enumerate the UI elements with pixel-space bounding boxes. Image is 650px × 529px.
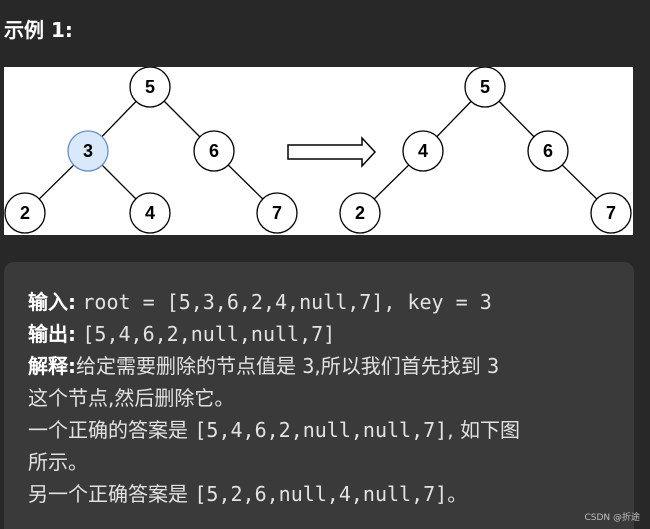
node-circle (129, 192, 171, 234)
edges-layer (38, 100, 598, 200)
right-tree-node: 2 (339, 192, 381, 234)
node-label: 4 (418, 141, 428, 161)
explain-text-pre: 给定需要删除的节点值是 (76, 354, 303, 378)
explain-key-1: 3 (302, 354, 315, 378)
input-line: 输入: root = [5,3,6,2,4,null,7], key = 3 (28, 286, 618, 318)
node-circle (402, 130, 444, 172)
left-tree-edge (101, 164, 137, 200)
node-label: 5 (145, 77, 155, 97)
left-tree-node: 5 (129, 67, 171, 108)
right-tree-edge (561, 164, 598, 200)
left-tree-node: 6 (193, 130, 235, 172)
node-circle (129, 67, 171, 108)
node-label: 6 (209, 141, 219, 161)
answer2-line: 另一个正确答案是 [5,2,6,null,4,null,7]。 (28, 478, 618, 510)
node-circle (464, 67, 506, 108)
node-label: 4 (145, 203, 155, 223)
node-circle (4, 192, 46, 234)
input-value: root = [5,3,6,2,4,null,7], key = 3 (82, 290, 492, 314)
answer1-line-2: 所示。 (28, 450, 88, 474)
left-tree-edge (227, 164, 264, 200)
right-tree-edge (373, 164, 410, 200)
answer2-value: [5,2,6,null,4,null,7] (194, 482, 448, 506)
explain-line-2: 这个节点,然后删除它。 (28, 386, 235, 410)
output-line: 输出: [5,4,6,2,null,null,7] (28, 318, 618, 350)
left-tree-node: 7 (256, 192, 298, 234)
example-heading: 示例 1: (4, 18, 73, 42)
right-tree-node: 5 (464, 67, 506, 108)
node-label: 5 (480, 77, 490, 97)
output-label: 输出: (28, 322, 76, 346)
bst-diagram: 5 3 6 2 4 7 5 4 6 2 7 (4, 67, 632, 234)
answer2-text-post: 。 (447, 482, 468, 506)
answer2-text-pre: 另一个正确答案是 (28, 482, 195, 506)
right-tree-edge (436, 100, 472, 138)
answer1-text-post: , 如下图 (447, 418, 520, 442)
left-tree-node: 2 (4, 192, 46, 234)
right-tree-edge (498, 100, 535, 138)
left-tree-node: 3 (67, 130, 109, 172)
node-label: 6 (543, 141, 553, 161)
node-label: 3 (83, 141, 93, 161)
node-circle (339, 192, 381, 234)
node-circle (193, 130, 235, 172)
node-circle (67, 130, 109, 172)
answer1-value: [5,4,6,2,null,null,7] (194, 418, 448, 442)
right-tree-node: 6 (527, 130, 569, 172)
example-text: 输入: root = [5,3,6,2,4,null,7], key = 3 输… (28, 286, 618, 510)
node-label: 2 (20, 203, 30, 223)
left-tree-edge (38, 164, 75, 200)
node-circle (590, 192, 632, 234)
explain-text-mid: ,所以我们首先找到 (314, 354, 488, 378)
watermark: CSDN @折途 (584, 513, 640, 523)
example-box: 输入: root = [5,3,6,2,4,null,7], key = 3 输… (4, 262, 634, 529)
node-circle (256, 192, 298, 234)
transform-arrow-icon (287, 136, 377, 168)
left-tree-node: 4 (129, 192, 171, 234)
node-label: 7 (606, 203, 616, 223)
node-label: 7 (272, 203, 282, 223)
answer1-text-pre: 一个正确的答案是 (28, 418, 195, 442)
node-circle (527, 130, 569, 172)
nodes-layer: 5 3 6 2 4 7 5 4 6 2 7 (4, 67, 632, 234)
explain-key-2: 3 (487, 354, 500, 378)
left-tree-edge (163, 100, 201, 138)
left-tree-edge (101, 100, 137, 138)
right-tree-node: 4 (402, 130, 444, 172)
answer1-line: 一个正确的答案是 [5,4,6,2,null,null,7], 如下图 (28, 414, 618, 446)
input-label: 输入: (28, 290, 76, 314)
bst-delete-figure: 5 3 6 2 4 7 5 4 6 2 7 (4, 67, 633, 235)
output-value: [5,4,6,2,null,null,7] (82, 322, 336, 346)
explain-line: 解释:给定需要删除的节点值是 3,所以我们首先找到 3 (28, 350, 618, 382)
node-label: 2 (355, 203, 365, 223)
explain-label: 解释: (28, 354, 76, 378)
right-tree-node: 7 (590, 192, 632, 234)
